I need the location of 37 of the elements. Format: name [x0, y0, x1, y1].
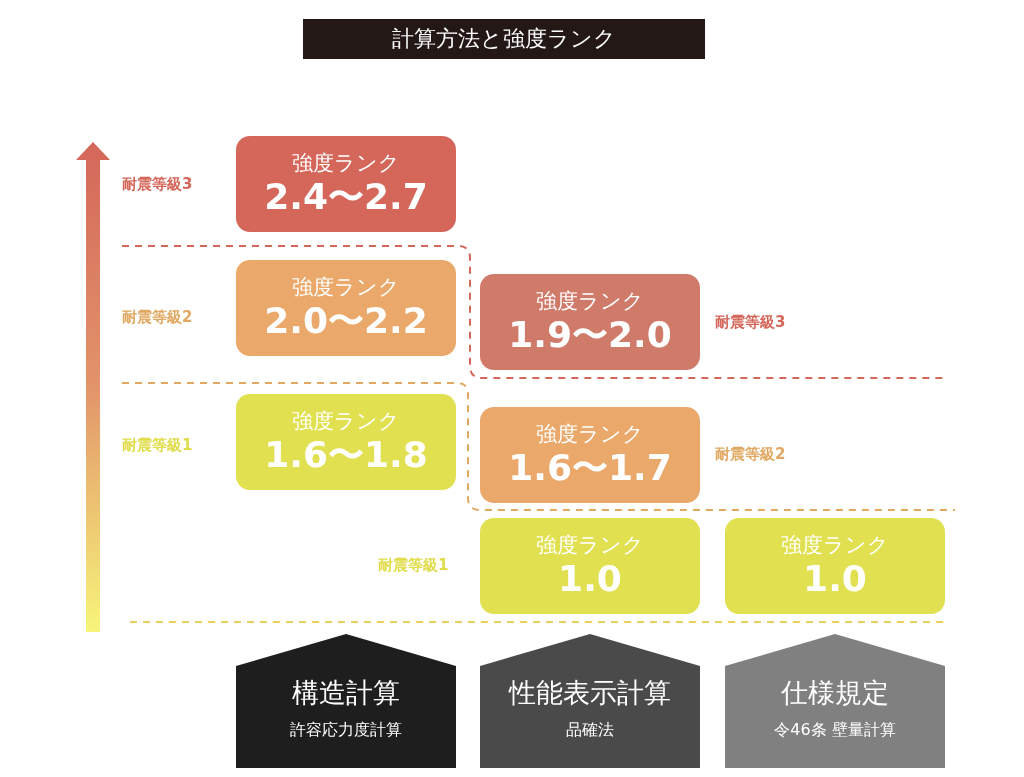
rank-heading: 強度ランク — [536, 532, 644, 558]
method-name: 構造計算 — [291, 676, 401, 710]
rank-box — [236, 136, 456, 232]
method-name: 仕様規定 — [780, 676, 890, 710]
rank-box — [480, 518, 700, 614]
house-panel — [725, 634, 945, 768]
method-detail: 許容応力度計算 — [289, 720, 403, 740]
rank-box — [236, 394, 456, 490]
rank-value: 2.4〜2.7 — [264, 176, 428, 218]
rank-box — [725, 518, 945, 614]
method-detail: 品確法 — [565, 720, 615, 740]
grade-label: 耐震等級1 — [122, 436, 193, 455]
rank-box — [480, 407, 700, 503]
rank-value: 1.0 — [803, 558, 867, 600]
rank-value: 1.6〜1.8 — [264, 434, 428, 476]
method-detail: 令46条 壁量計算 — [773, 720, 897, 740]
rank-box — [480, 274, 700, 370]
rank-value: 1.9〜2.0 — [508, 314, 672, 356]
grade-label: 耐震等級1 — [378, 556, 449, 575]
grade-label: 耐震等級2 — [715, 445, 786, 464]
rank-heading: 強度ランク — [292, 408, 400, 434]
grade-label: 耐震等級2 — [122, 308, 193, 327]
house-panel — [236, 634, 456, 768]
method-name: 性能表示計算 — [507, 676, 672, 710]
rank-box — [236, 260, 456, 356]
rank-heading: 強度ランク — [781, 532, 889, 558]
grade-label: 耐震等級3 — [715, 313, 786, 332]
rank-value: 1.0 — [558, 558, 622, 600]
rank-value: 1.6〜1.7 — [508, 447, 672, 489]
house-panel — [480, 634, 700, 768]
grade-label: 耐震等級3 — [122, 175, 193, 194]
rank-heading: 強度ランク — [292, 150, 400, 176]
rank-value: 2.0〜2.2 — [264, 300, 428, 342]
rank-heading: 強度ランク — [536, 288, 644, 314]
title-bar: 計算方法と強度ランク — [303, 19, 705, 59]
rank-heading: 強度ランク — [292, 274, 400, 300]
rank-heading: 強度ランク — [536, 421, 644, 447]
